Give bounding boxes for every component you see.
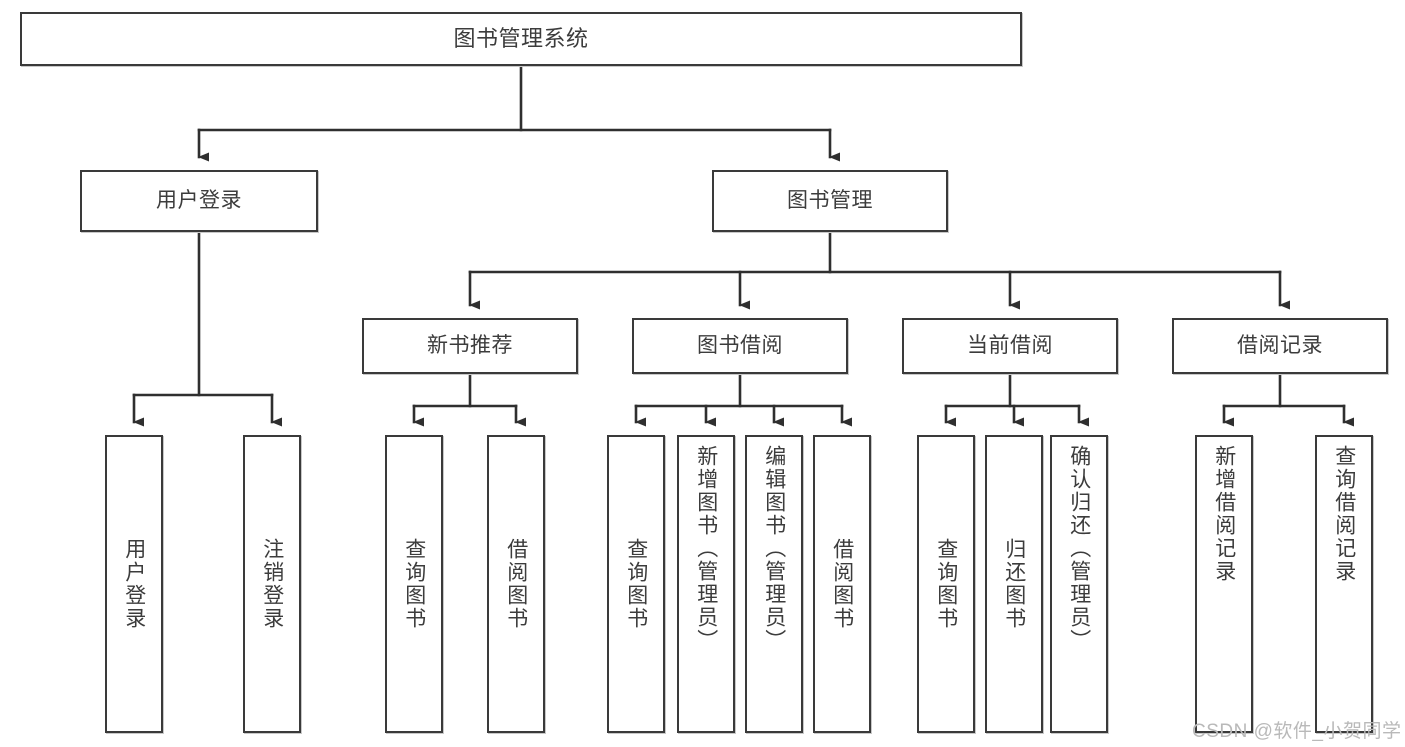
leaf-current-confirm-return-label: 确认归还（管理员） <box>1067 445 1091 652</box>
leaf-current-confirm-return[interactable]: 确认归还（管理员） <box>1050 435 1108 733</box>
node-current-borrow[interactable]: 当前借阅 <box>902 318 1118 374</box>
leaf-borrow-edit-book[interactable]: 编辑图书（管理员） <box>745 435 803 733</box>
leaf-record-add-label: 新增借阅记录 <box>1212 445 1236 583</box>
leaf-recommend-borrow-book[interactable]: 借阅图书 <box>487 435 545 733</box>
leaf-borrow-edit-book-label: 编辑图书（管理员） <box>762 445 786 652</box>
node-borrow-record-label: 借阅记录 <box>1237 333 1323 357</box>
leaf-current-query-book[interactable]: 查询图书 <box>917 435 975 733</box>
leaf-current-return-book-label: 归还图书 <box>1002 538 1026 630</box>
leaf-record-query-label: 查询借阅记录 <box>1332 445 1356 583</box>
watermark: CSDN @软件_小贺同学 <box>1192 721 1402 742</box>
node-current-borrow-label: 当前借阅 <box>967 333 1053 357</box>
node-user-login-label: 用户登录 <box>156 188 242 212</box>
leaf-recommend-query-book-label: 查询图书 <box>402 538 426 630</box>
node-book-management[interactable]: 图书管理 <box>712 170 948 232</box>
node-book-borrow-label: 图书借阅 <box>697 333 783 357</box>
node-root-label: 图书管理系统 <box>453 26 589 52</box>
node-book-management-label: 图书管理 <box>787 188 873 212</box>
leaf-borrow-add-book-label: 新增图书（管理员） <box>694 445 718 652</box>
node-borrow-record[interactable]: 借阅记录 <box>1172 318 1388 374</box>
leaf-borrow-query-book-label: 查询图书 <box>624 538 648 630</box>
leaf-user-logout-label: 注销登录 <box>260 538 284 630</box>
leaf-user-logout[interactable]: 注销登录 <box>243 435 301 733</box>
node-book-borrow[interactable]: 图书借阅 <box>632 318 848 374</box>
leaf-borrow-borrow-book-label: 借阅图书 <box>830 538 854 630</box>
leaf-recommend-borrow-book-label: 借阅图书 <box>504 538 528 630</box>
leaf-user-login-do[interactable]: 用户登录 <box>105 435 163 733</box>
leaf-record-add[interactable]: 新增借阅记录 <box>1195 435 1253 733</box>
leaf-borrow-borrow-book[interactable]: 借阅图书 <box>813 435 871 733</box>
leaf-current-return-book[interactable]: 归还图书 <box>985 435 1043 733</box>
leaf-borrow-add-book[interactable]: 新增图书（管理员） <box>677 435 735 733</box>
leaf-record-query[interactable]: 查询借阅记录 <box>1315 435 1373 733</box>
node-user-login[interactable]: 用户登录 <box>80 170 318 232</box>
leaf-recommend-query-book[interactable]: 查询图书 <box>385 435 443 733</box>
node-new-book-recommend[interactable]: 新书推荐 <box>362 318 578 374</box>
leaf-current-query-book-label: 查询图书 <box>934 538 958 630</box>
leaf-borrow-query-book[interactable]: 查询图书 <box>607 435 665 733</box>
node-root[interactable]: 图书管理系统 <box>20 12 1022 66</box>
node-new-book-recommend-label: 新书推荐 <box>427 333 513 357</box>
leaf-user-login-do-label: 用户登录 <box>122 538 146 630</box>
